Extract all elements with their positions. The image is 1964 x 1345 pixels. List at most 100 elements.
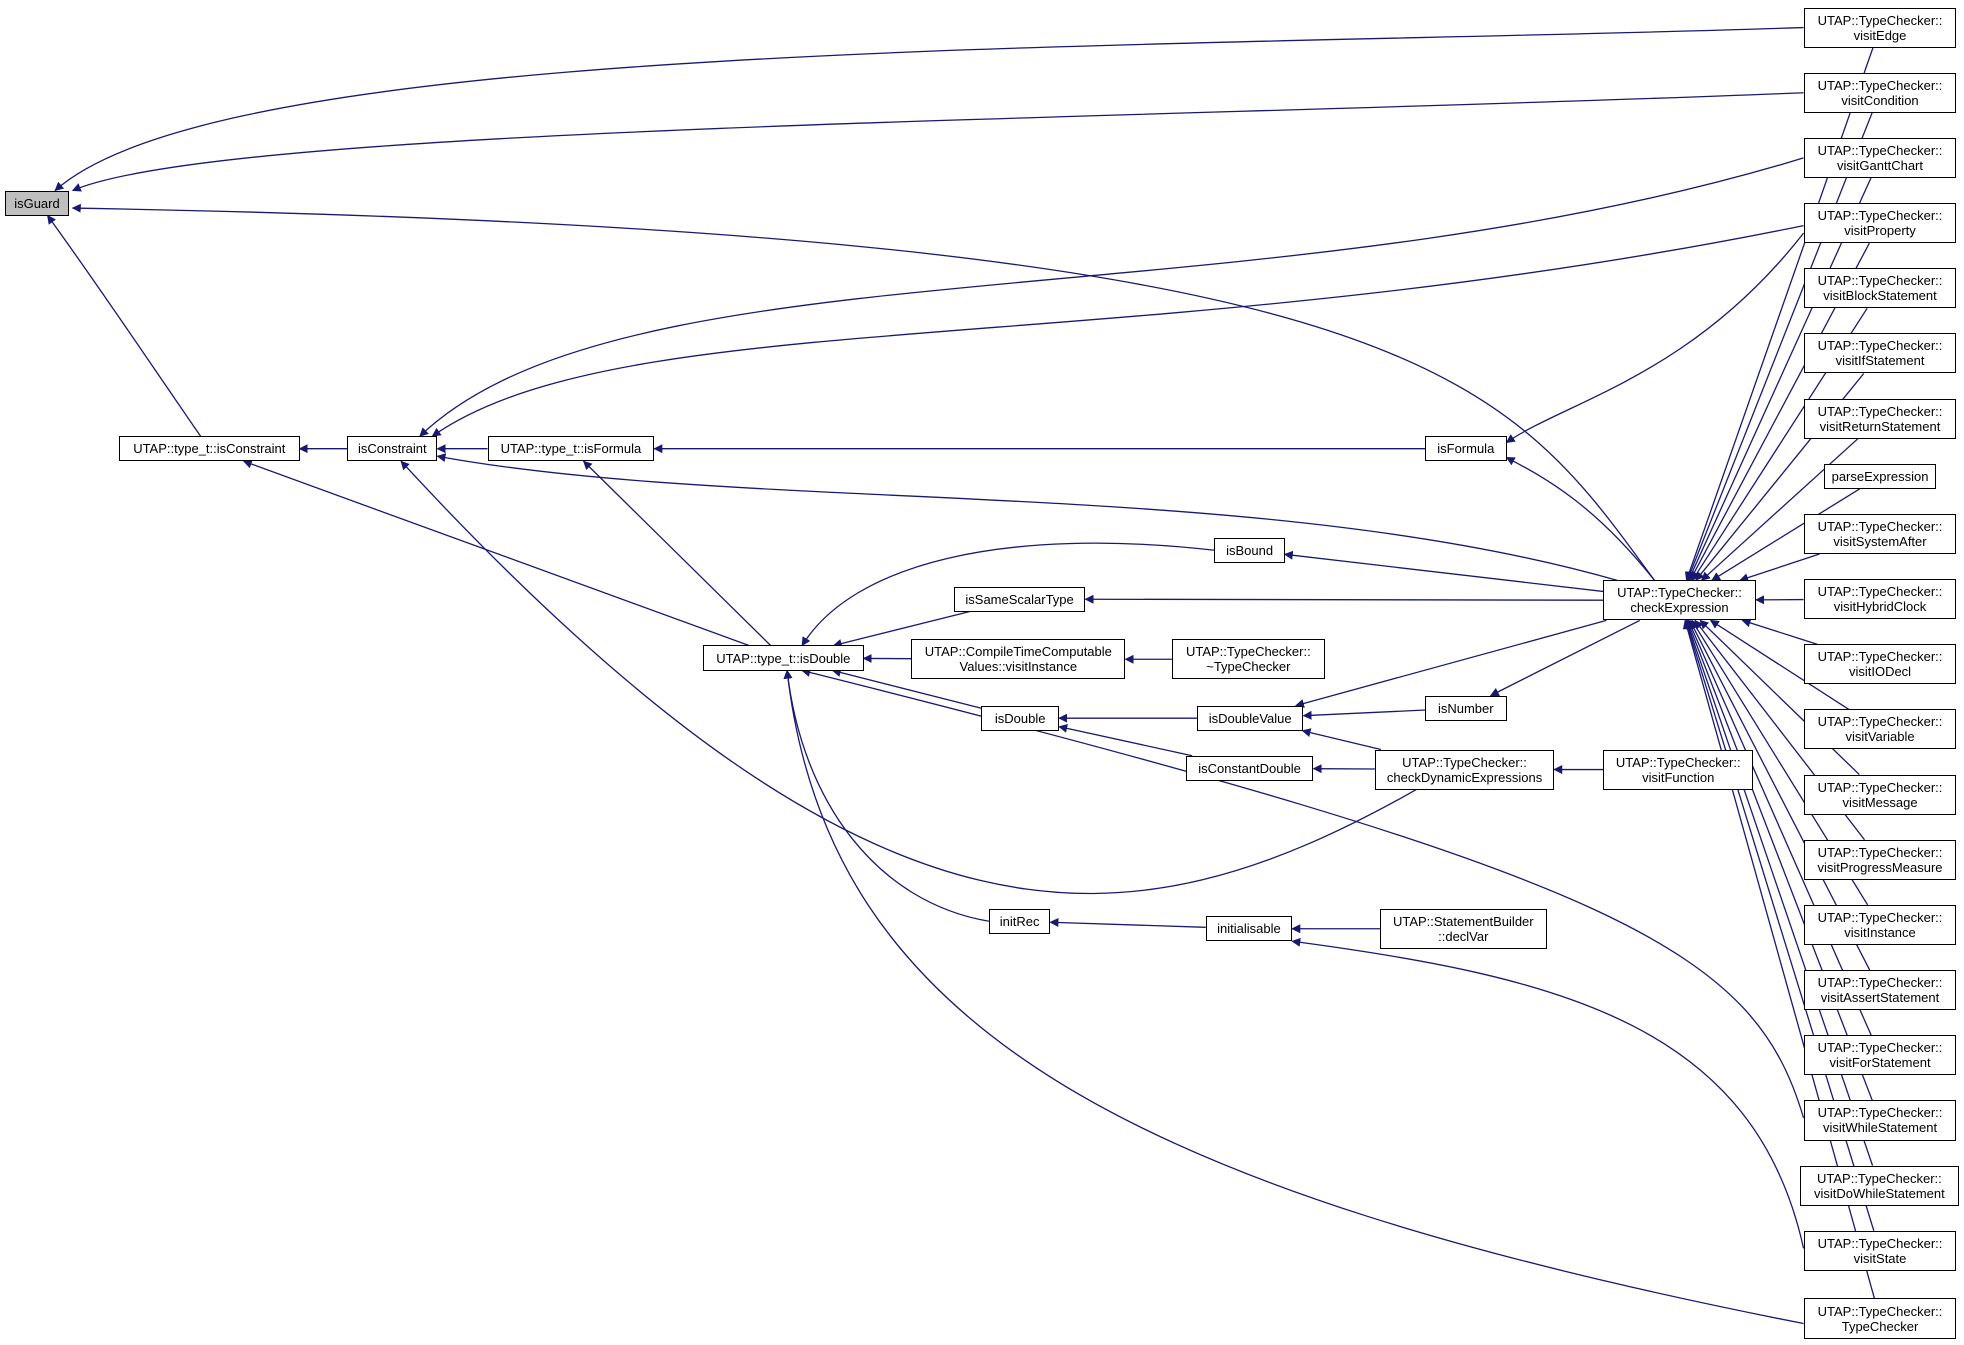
node-tc_visitAssertStatement[interactable]: UTAP::TypeChecker::visitAssertStatement (1803, 970, 1957, 1011)
node-label: visitDoWhileStatement (1813, 1185, 1945, 1201)
edge-tc_visitGanttChart-to-tc_checkExpression (1687, 177, 1872, 582)
node-tc_visitProgressMeasure[interactable]: UTAP::TypeChecker::visitProgressMeasure (1803, 839, 1957, 880)
node-isConstantDouble[interactable]: isConstantDouble (1185, 755, 1314, 781)
node-label: visitMessage (1842, 794, 1918, 810)
node-label: initRec (999, 913, 1040, 929)
node-label: isDouble (994, 710, 1046, 726)
node-tc_visitIfStatement[interactable]: UTAP::TypeChecker::visitIfStatement (1803, 333, 1957, 374)
node-tc_visitMessage[interactable]: UTAP::TypeChecker::visitMessage (1803, 774, 1957, 815)
edge-tc_checkExpression-to-isDoubleValue (1295, 619, 1607, 708)
node-isDoubleValue[interactable]: isDoubleValue (1196, 705, 1304, 731)
node-tc_visitFunction[interactable]: UTAP::TypeChecker::visitFunction (1603, 749, 1754, 790)
node-sb_declVar[interactable]: UTAP::StatementBuilder::declVar (1379, 908, 1547, 949)
node-tc_dtor[interactable]: UTAP::TypeChecker::~TypeChecker (1171, 639, 1325, 680)
node-label: UTAP::TypeChecker:: (1817, 1040, 1943, 1056)
node-label: UTAP::TypeChecker:: (1817, 649, 1943, 665)
node-label: UTAP::CompileTimeComputable (924, 644, 1112, 660)
edge-tc_checkExpression-to-isBound (1283, 550, 1604, 593)
edge-tc_visitForStatement-to-tc_checkExpression (1687, 619, 1872, 1036)
node-isGuard[interactable]: isGuard (5, 190, 69, 216)
node-label: UTAP::TypeChecker:: (1817, 403, 1943, 419)
node-tc_checkExpression[interactable]: UTAP::TypeChecker::checkExpression (1603, 580, 1756, 621)
edge-tc_visitState-to-initialisable (1291, 937, 1805, 1249)
node-isDouble[interactable]: isDouble (981, 705, 1060, 731)
node-parseExpression[interactable]: parseExpression (1823, 463, 1937, 489)
node-label: initialisable (1217, 921, 1281, 937)
node-label: UTAP::TypeChecker:: (1817, 844, 1943, 860)
node-label: UTAP::TypeChecker:: (1817, 1105, 1943, 1121)
node-tc_visitInstance[interactable]: UTAP::TypeChecker::visitInstance (1803, 904, 1957, 945)
edge-tc_checkExpression-to-isSameScalarType (1084, 594, 1604, 604)
node-label: UTAP::TypeChecker:: (1817, 273, 1943, 289)
node-tc_visitSystemAfter[interactable]: UTAP::TypeChecker::visitSystemAfter (1803, 513, 1957, 554)
node-label: UTAP::TypeChecker:: (1817, 142, 1943, 158)
edge-type_isConstraint-to-isGuard (47, 214, 202, 437)
node-label: visitInstance (1844, 924, 1916, 940)
node-label: UTAP::TypeChecker:: (1402, 754, 1527, 770)
node-initialisable[interactable]: initialisable (1205, 916, 1293, 942)
edge-parseExpression-to-tc_checkExpression (1711, 488, 1861, 581)
node-label: UTAP::TypeChecker:: (1617, 585, 1742, 601)
node-label: UTAP::TypeChecker:: (1817, 518, 1943, 534)
node-tc_visitDoWhileStatement[interactable]: UTAP::TypeChecker::visitDoWhileStatement (1799, 1165, 1959, 1206)
node-label: checkDynamicExpressions (1386, 769, 1543, 785)
node-label: isConstantDouble (1198, 760, 1301, 776)
node-label: UTAP::TypeChecker:: (1817, 909, 1943, 925)
node-tc_visitIODecl[interactable]: UTAP::TypeChecker::visitIODecl (1803, 644, 1957, 685)
node-tc_visitGanttChart[interactable]: UTAP::TypeChecker::visitGanttChart (1803, 137, 1957, 178)
node-isFormula[interactable]: isFormula (1425, 436, 1507, 462)
node-label: visitWhileStatement (1822, 1120, 1938, 1136)
node-tc_visitWhileStatement[interactable]: UTAP::TypeChecker::visitWhileStatement (1803, 1100, 1957, 1141)
node-type_isConstraint[interactable]: UTAP::type_t::isConstraint (119, 436, 300, 462)
node-initRec[interactable]: initRec (988, 908, 1051, 934)
node-isSameScalarType[interactable]: isSameScalarType (953, 586, 1086, 612)
node-label: UTAP::TypeChecker:: (1817, 77, 1943, 93)
node-label: UTAP::TypeChecker:: (1817, 12, 1943, 28)
node-label: isSameScalarType (965, 591, 1074, 607)
node-label: isGuard (14, 195, 60, 211)
node-tc_visitEdge[interactable]: UTAP::TypeChecker::visitEdge (1803, 7, 1957, 48)
node-label: visitProgressMeasure (1817, 859, 1943, 875)
node-tc_visitReturnStatement[interactable]: UTAP::TypeChecker::visitReturnStatement (1803, 398, 1957, 439)
node-tc_visitCondition[interactable]: UTAP::TypeChecker::visitCondition (1803, 72, 1957, 113)
node-label: UTAP::TypeChecker:: (1615, 754, 1741, 770)
edge-tc_checkExpression-to-isFormula (1505, 456, 1655, 581)
node-isNumber[interactable]: isNumber (1425, 695, 1507, 721)
node-label: visitForStatement (1829, 1055, 1931, 1071)
edge-tc_visitWhileStatement-to-tc_checkExpression (1685, 619, 1873, 1101)
node-tc_checkDynamicExpressions[interactable]: UTAP::TypeChecker::checkDynamicExpressio… (1374, 749, 1555, 790)
node-label: visitAssertStatement (1820, 990, 1940, 1006)
node-label: isFormula (1437, 441, 1495, 457)
node-type_isDouble[interactable]: UTAP::type_t::isDouble (703, 645, 864, 671)
node-tc_visitBlockStatement[interactable]: UTAP::TypeChecker::visitBlockStatement (1803, 268, 1957, 309)
node-label: isConstraint (357, 441, 427, 457)
edge-tc_visitReturnStatement-to-tc_checkExpression (1700, 438, 1859, 581)
edge-tc_visitSystemAfter-to-tc_checkExpression (1739, 553, 1820, 583)
edge-tc_visitCondition-to-isGuard (71, 92, 1804, 192)
edge-tc_visitDoWhileStatement-to-tc_checkExpression (1684, 619, 1874, 1166)
node-tc_ctor[interactable]: UTAP::TypeChecker::TypeChecker (1803, 1298, 1957, 1339)
node-tc_visitHybridClock[interactable]: UTAP::TypeChecker::visitHybridClock (1803, 579, 1957, 620)
node-label: visitVariable (1845, 729, 1915, 745)
edge-initialisable-to-initRec (1049, 917, 1206, 928)
node-label: visitCondition (1841, 92, 1919, 108)
node-tc_visitForStatement[interactable]: UTAP::TypeChecker::visitForStatement (1803, 1035, 1957, 1076)
node-label: TypeChecker (1841, 1318, 1919, 1334)
node-label: visitHybridClock (1833, 599, 1927, 615)
node-isConstraint[interactable]: isConstraint (347, 436, 438, 462)
edge-tc_visitGanttChart-to-isConstraint (419, 157, 1804, 437)
node-label: UTAP::TypeChecker:: (1817, 1235, 1943, 1251)
node-label: visitGanttChart (1837, 157, 1923, 173)
edge-tc_ctor-to-type_isDouble (783, 669, 1804, 1325)
node-tc_visitState[interactable]: UTAP::TypeChecker::visitState (1803, 1230, 1957, 1271)
node-tc_visitVariable[interactable]: UTAP::TypeChecker::visitVariable (1803, 709, 1957, 750)
node-type_isFormula[interactable]: UTAP::type_t::isFormula (487, 436, 655, 462)
node-label: UTAP::TypeChecker:: (1185, 644, 1311, 660)
node-isBound[interactable]: isBound (1214, 537, 1285, 563)
edge-tc_checkDynamicExpressions-to-isDoubleValue (1301, 728, 1382, 751)
node-tc_visitProperty[interactable]: UTAP::TypeChecker::visitProperty (1803, 203, 1957, 244)
node-label: visitBlockStatement (1823, 288, 1937, 304)
